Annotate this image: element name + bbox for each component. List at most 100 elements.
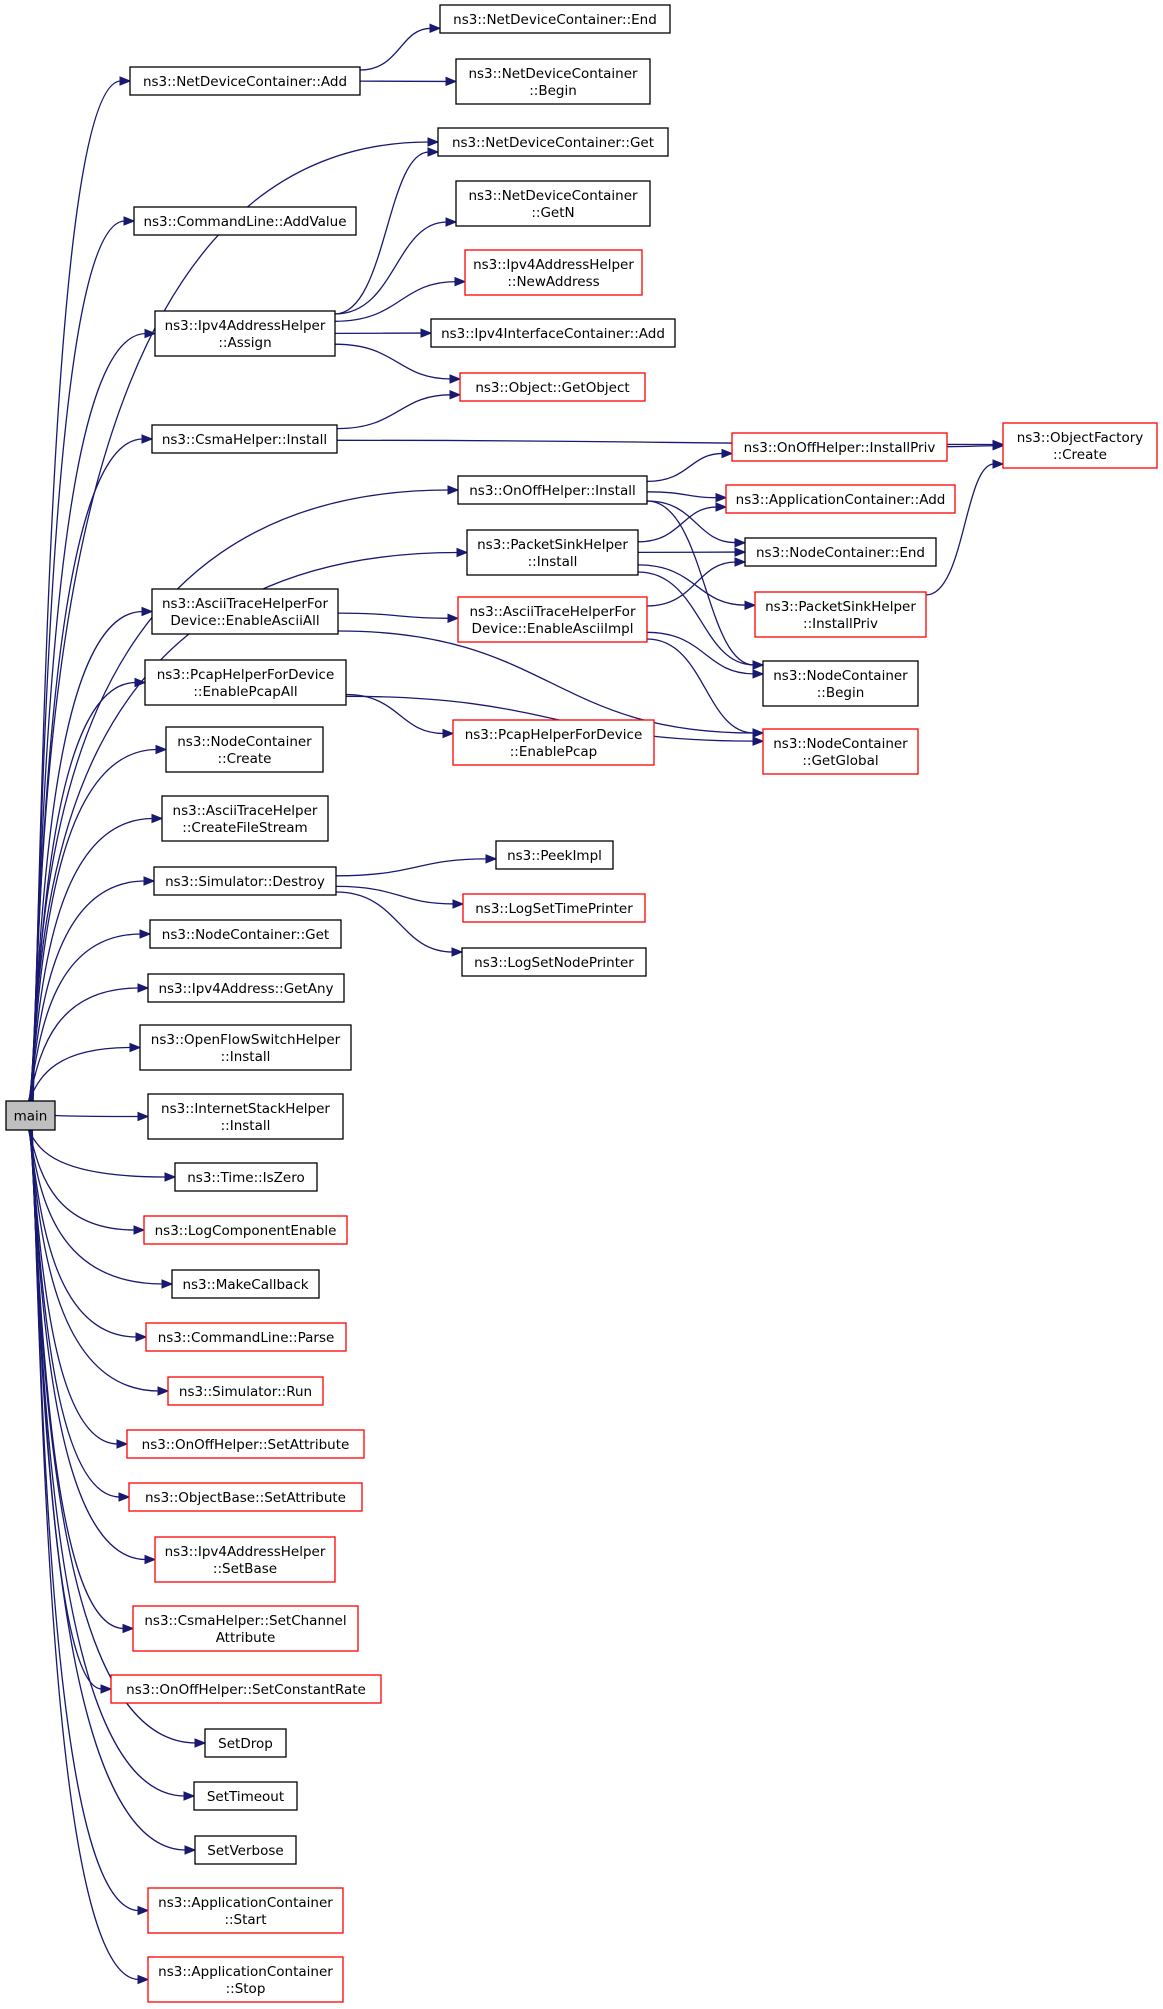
arrowhead-main-to-ndc_get bbox=[427, 137, 440, 147]
arrowhead-ipv4ah_assign-to-ipv4ah_newaddr bbox=[454, 276, 467, 287]
node-ndc_end[interactable]: ns3::NetDeviceContainer::End bbox=[439, 4, 671, 34]
node-nc_begin[interactable]: ns3::NodeContainer::Begin bbox=[762, 660, 919, 707]
node-ofsh_install[interactable]: ns3::OpenFlowSwitchHelper::Install bbox=[139, 1024, 352, 1071]
arrowhead-sim_destroy-to-logsettime bbox=[452, 899, 465, 909]
arrowhead-atfd_enableall-to-atfd_enableimpl bbox=[447, 613, 460, 624]
node-label: Device::EnableAsciiAll bbox=[170, 613, 319, 629]
node-label: ns3::CommandLine::AddValue bbox=[143, 214, 346, 230]
edge-onoff_install-to-ac_add bbox=[646, 491, 718, 499]
node-ac_add[interactable]: ns3::ApplicationContainer::Add bbox=[725, 484, 956, 514]
node-cl_parse[interactable]: ns3::CommandLine::Parse bbox=[145, 1322, 347, 1352]
node-peekimpl[interactable]: ns3::PeekImpl bbox=[495, 840, 614, 870]
node-box bbox=[459, 372, 646, 402]
node-label: ns3::NodeContainer::End bbox=[756, 545, 925, 561]
node-box bbox=[167, 1376, 324, 1406]
node-label: ::Start bbox=[224, 1912, 266, 1928]
edge-onoff_install-to-nc_end bbox=[646, 500, 737, 544]
node-logsetnode[interactable]: ns3::LogSetNodePrinter bbox=[461, 947, 647, 977]
node-label: SetTimeout bbox=[207, 1789, 284, 1805]
node-sim_run[interactable]: ns3::Simulator::Run bbox=[167, 1376, 324, 1406]
node-sim_destroy[interactable]: ns3::Simulator::Destroy bbox=[153, 866, 337, 896]
node-box bbox=[457, 596, 648, 643]
node-label: ns3::NetDeviceContainer::End bbox=[453, 12, 657, 28]
node-box bbox=[133, 206, 357, 236]
node-makecallback[interactable]: ns3::MakeCallback bbox=[171, 1269, 320, 1299]
arrowhead-main-to-ish_install bbox=[137, 1111, 150, 1122]
node-setdrop[interactable]: SetDrop bbox=[204, 1728, 287, 1758]
node-box bbox=[5, 1100, 56, 1131]
node-label: ::Create bbox=[218, 751, 272, 767]
node-nc_end[interactable]: ns3::NodeContainer::End bbox=[744, 537, 937, 567]
node-settimeout[interactable]: SetTimeout bbox=[193, 1781, 298, 1811]
node-onoff_setattr[interactable]: ns3::OnOffHelper::SetAttribute bbox=[126, 1429, 365, 1459]
node-ndc_add[interactable]: ns3::NetDeviceContainer::Add bbox=[129, 66, 361, 96]
node-box bbox=[145, 1322, 347, 1352]
arrowhead-main-to-ac_stop bbox=[137, 1974, 150, 1985]
node-box bbox=[430, 318, 676, 348]
node-atfd_enableall[interactable]: ns3::AsciiTraceHelperForDevice::EnableAs… bbox=[151, 588, 339, 635]
node-box bbox=[452, 719, 655, 766]
node-box bbox=[128, 1482, 363, 1512]
node-label: ::Assign bbox=[218, 335, 271, 351]
node-psh_install[interactable]: ns3::PacketSinkHelper::Install bbox=[466, 529, 639, 576]
node-ipv4ic_add[interactable]: ns3::Ipv4InterfaceContainer::Add bbox=[430, 318, 676, 348]
node-label: ns3::InternetStackHelper bbox=[161, 1101, 330, 1117]
node-time_iszero[interactable]: ns3::Time::IsZero bbox=[174, 1162, 318, 1192]
node-ish_install[interactable]: ns3::InternetStackHelper::Install bbox=[147, 1093, 344, 1140]
node-ndc_begin[interactable]: ns3::NetDeviceContainer::Begin bbox=[455, 58, 651, 105]
node-nc_getglobal[interactable]: ns3::NodeContainer::GetGlobal bbox=[762, 728, 919, 775]
node-label: ns3::Ipv4AddressHelper bbox=[165, 318, 326, 334]
node-onoff_install[interactable]: ns3::OnOffHelper::Install bbox=[457, 475, 648, 505]
node-ndc_get[interactable]: ns3::NetDeviceContainer::Get bbox=[437, 127, 669, 157]
node-onoff_installpriv[interactable]: ns3::OnOffHelper::InstallPriv bbox=[731, 432, 948, 462]
edge-main-to-ac_stop bbox=[31, 1129, 140, 1981]
arrowhead-ndc_add-to-ndc_begin bbox=[445, 76, 458, 87]
node-phfd_enableall[interactable]: ns3::PcapHelperForDevice::EnablePcapAll bbox=[144, 659, 347, 706]
node-ipv4ah_setbase[interactable]: ns3::Ipv4AddressHelper::SetBase bbox=[154, 1536, 336, 1583]
edge-onoff_install-to-onoff_installpriv bbox=[646, 452, 724, 483]
node-ipv4_getany[interactable]: ns3::Ipv4Address::GetAny bbox=[147, 973, 345, 1003]
node-box bbox=[455, 58, 651, 105]
node-ob_setattr[interactable]: ns3::ObjectBase::SetAttribute bbox=[128, 1482, 363, 1512]
node-ath_createfs[interactable]: ns3::AsciiTraceHelper::CreateFileStream bbox=[161, 795, 329, 842]
node-atfd_enableimpl[interactable]: ns3::AsciiTraceHelperForDevice::EnableAs… bbox=[457, 596, 648, 643]
node-ipv4ah_newaddr[interactable]: ns3::Ipv4AddressHelper::NewAddress bbox=[464, 249, 643, 296]
node-label: Device::EnableAsciiImpl bbox=[472, 621, 634, 637]
node-box bbox=[174, 1162, 318, 1192]
node-label: ::SetBase bbox=[213, 1561, 277, 1577]
node-box bbox=[754, 591, 927, 638]
node-of_create[interactable]: ns3::ObjectFactory::Create bbox=[1002, 422, 1158, 469]
node-box bbox=[1002, 422, 1158, 469]
node-label: ns3::OnOffHelper::Install bbox=[469, 483, 636, 499]
node-psh_installpriv[interactable]: ns3::PacketSinkHelper::InstallPriv bbox=[754, 591, 927, 638]
node-label: ns3::CsmaHelper::Install bbox=[162, 432, 327, 448]
edge-atfd_enableall-to-atfd_enableimpl bbox=[337, 612, 450, 619]
node-setverbose[interactable]: SetVerbose bbox=[194, 1835, 297, 1865]
node-nc_get[interactable]: ns3::NodeContainer::Get bbox=[149, 919, 342, 949]
node-cl_addvalue[interactable]: ns3::CommandLine::AddValue bbox=[133, 206, 357, 236]
node-box bbox=[132, 1605, 359, 1652]
node-label: ns3::NetDeviceContainer bbox=[468, 188, 638, 204]
node-nc_create[interactable]: ns3::NodeContainer::Create bbox=[165, 726, 324, 773]
edge-ndc_add-to-ndc_end bbox=[359, 27, 432, 71]
node-ipv4ah_assign[interactable]: ns3::Ipv4AddressHelper::Assign bbox=[154, 310, 336, 357]
edge-main-to-nc_get bbox=[28, 933, 142, 1102]
node-ac_stop[interactable]: ns3::ApplicationContainer::Stop bbox=[147, 1956, 344, 2003]
arrowhead-main-to-onoff_install bbox=[447, 485, 460, 495]
node-logcompenable[interactable]: ns3::LogComponentEnable bbox=[143, 1215, 348, 1245]
node-ndc_getn[interactable]: ns3::NetDeviceContainer::GetN bbox=[455, 180, 651, 227]
node-label: ns3::NodeContainer::Get bbox=[162, 927, 329, 943]
arrowhead-main-to-ac_start bbox=[137, 1905, 150, 1916]
node-label: ns3::NetDeviceContainer::Add bbox=[143, 74, 347, 90]
arrowhead-onoff_install-to-ac_add bbox=[715, 492, 728, 503]
node-box bbox=[455, 180, 651, 227]
node-ac_start[interactable]: ns3::ApplicationContainer::Start bbox=[147, 1887, 344, 1934]
arrowhead-psh_install-to-psh_installpriv bbox=[744, 600, 757, 610]
node-obj_getobject[interactable]: ns3::Object::GetObject bbox=[459, 372, 646, 402]
node-logsettime[interactable]: ns3::LogSetTimePrinter bbox=[462, 893, 646, 923]
node-phfd_enablepcap[interactable]: ns3::PcapHelperForDevice::EnablePcap bbox=[452, 719, 655, 766]
arrowhead-ipv4ah_assign-to-ndc_get bbox=[427, 147, 440, 157]
node-onoff_setconst[interactable]: ns3::OnOffHelper::SetConstantRate bbox=[110, 1674, 382, 1704]
node-csma_install[interactable]: ns3::CsmaHelper::Install bbox=[151, 424, 338, 454]
